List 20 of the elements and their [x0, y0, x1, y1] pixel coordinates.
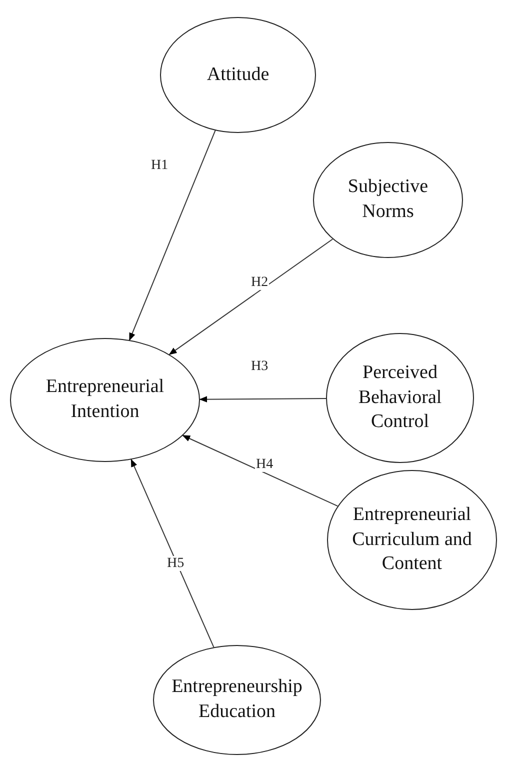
edge-label: H2 [250, 275, 270, 290]
arrow [199, 396, 326, 402]
ellipse-node [326, 333, 474, 463]
arrow [168, 238, 334, 355]
ellipse-node [313, 142, 463, 258]
node-label: Subjective Norms [346, 175, 430, 224]
node-label: Attitude [206, 62, 270, 87]
arrow [182, 435, 338, 507]
ellipse-node [160, 17, 316, 133]
arrow [130, 458, 214, 648]
node-label: Entrepreneurial Intention [44, 375, 166, 424]
node-label: Entrepreneurial Curriculum and Content [351, 502, 473, 576]
node-label: Entrepreneurship Education [170, 675, 304, 724]
arrow [129, 130, 216, 341]
node-label: Perceived Behavioral Control [357, 360, 443, 434]
edge-label: H5 [166, 556, 186, 572]
ellipse-node [10, 338, 200, 462]
ellipse-node [327, 470, 497, 610]
ellipse-node [153, 645, 321, 755]
edge-label: H4 [255, 457, 274, 472]
